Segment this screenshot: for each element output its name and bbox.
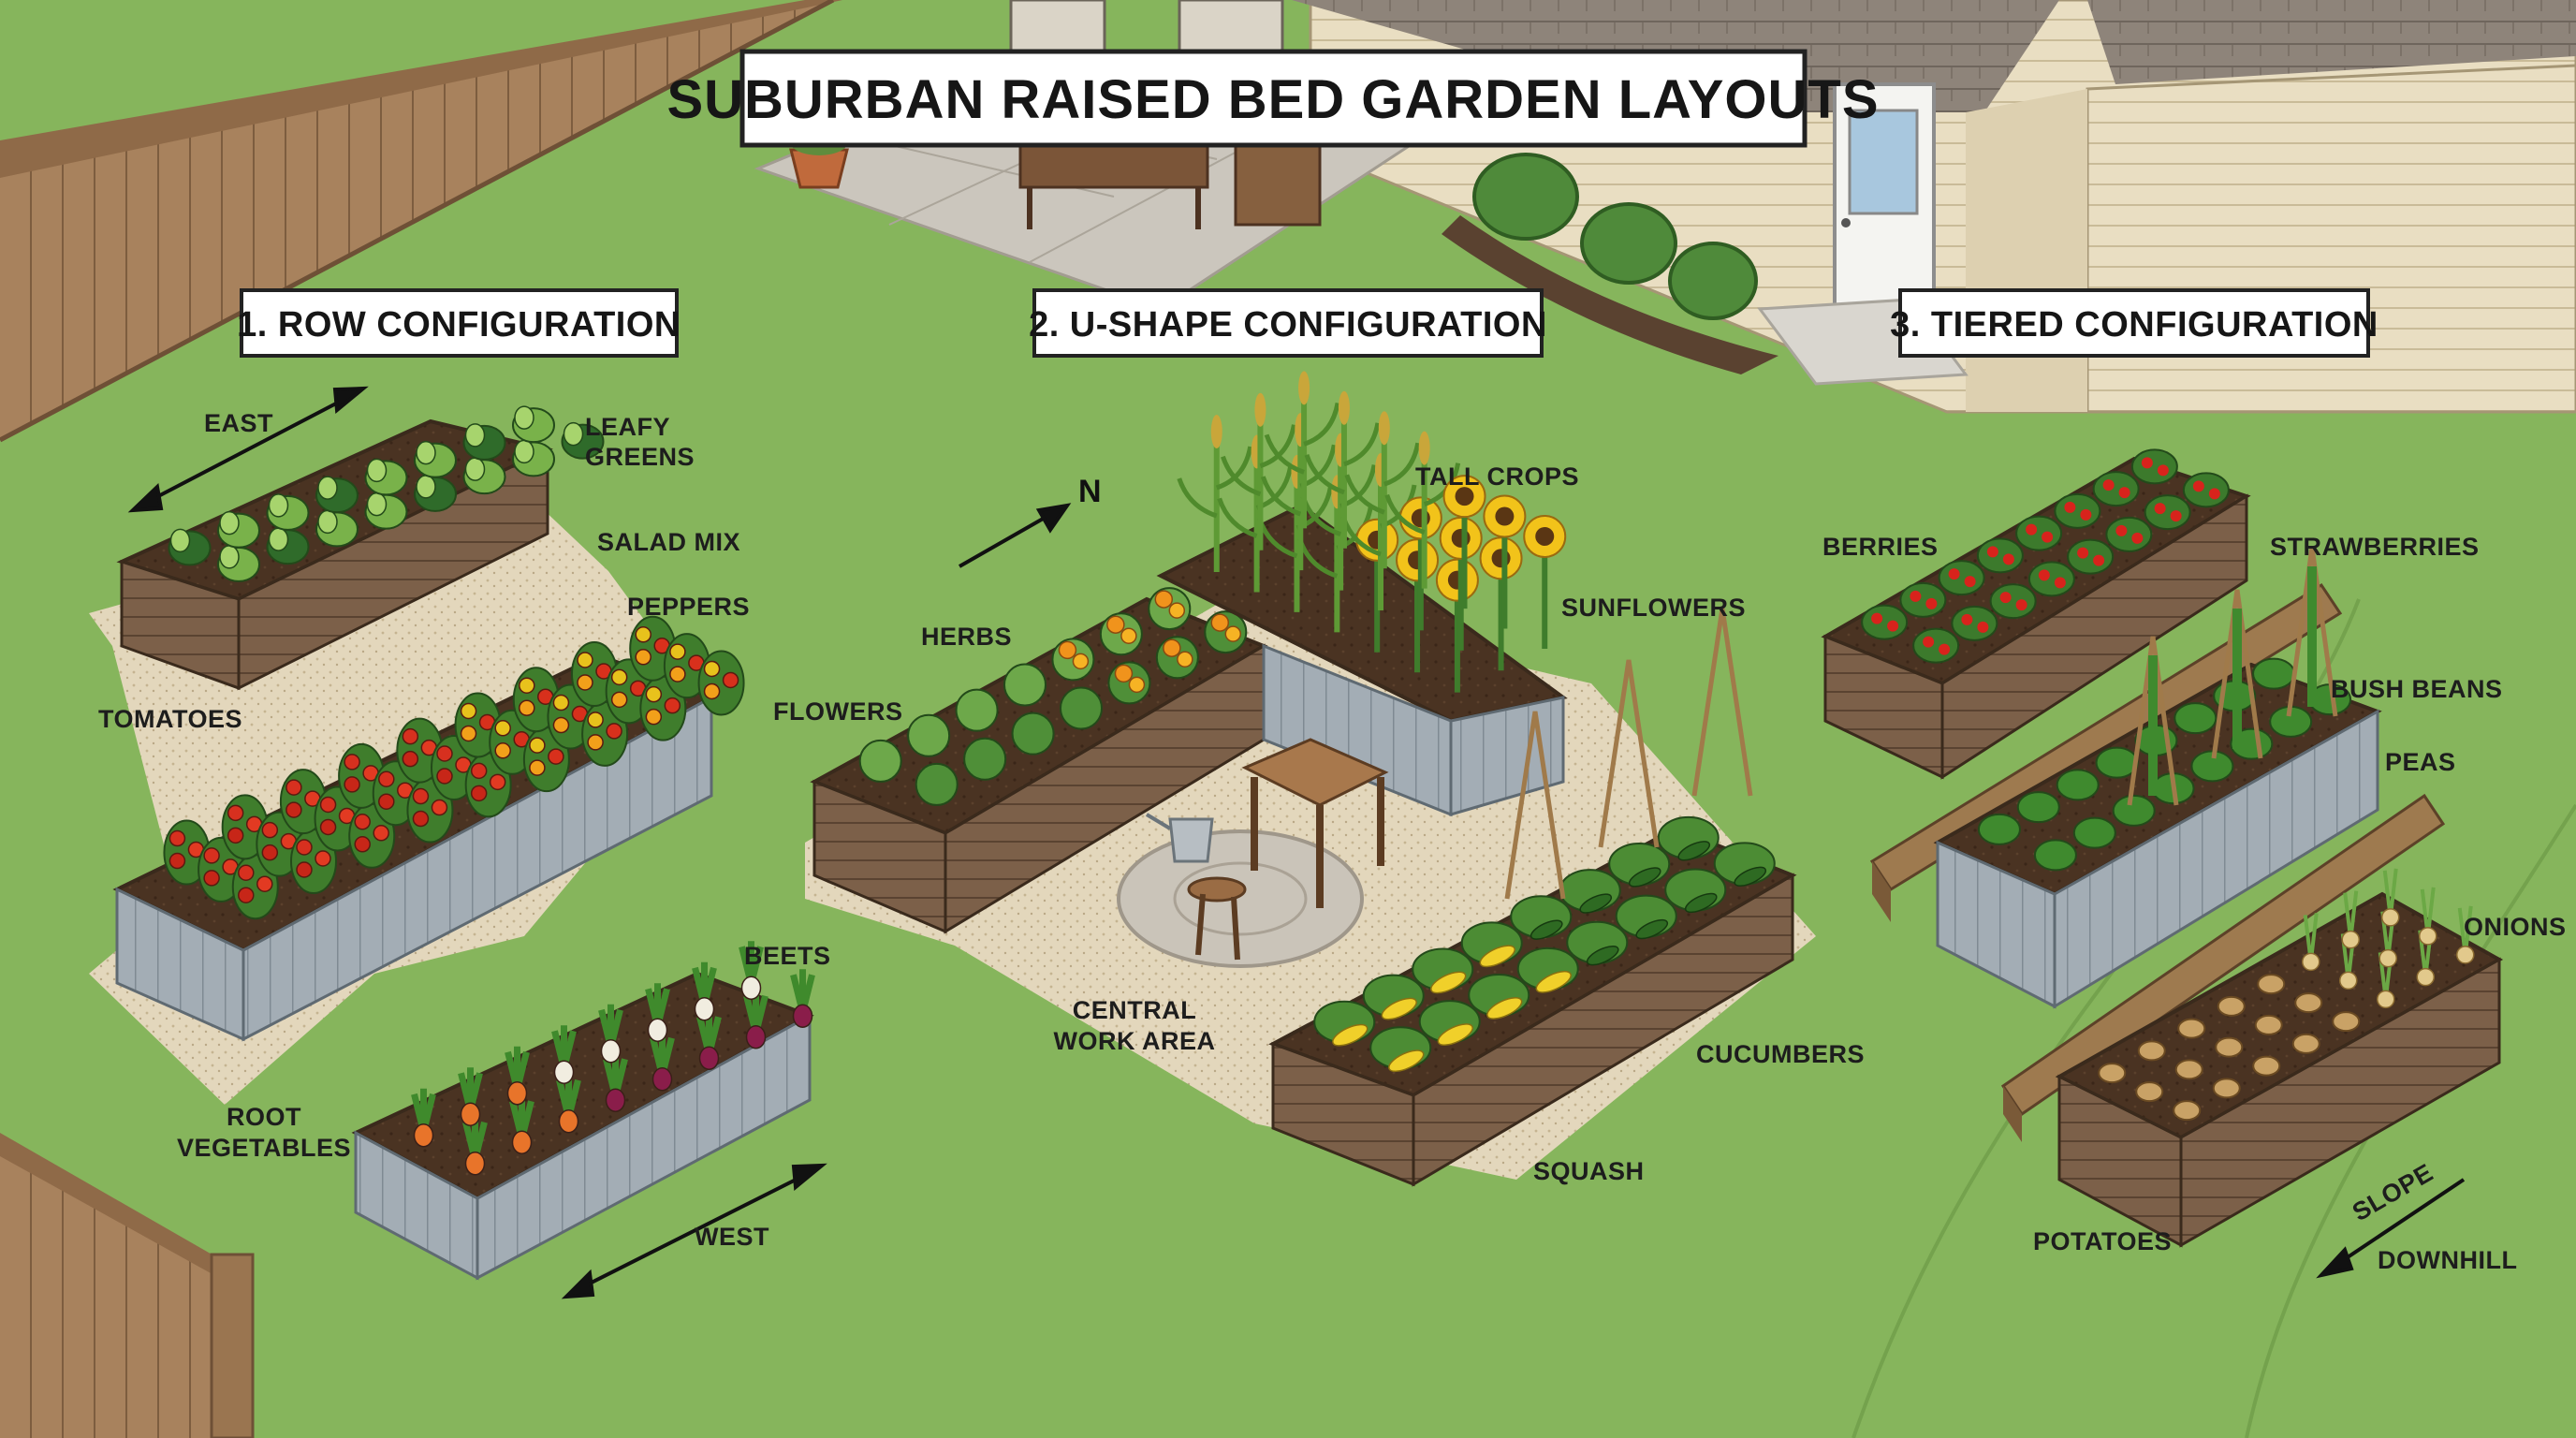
page-title: SUBURBAN RAISED BED GARDEN LAYOUTS <box>666 69 1879 130</box>
label-tall-crops: TALL CROPS <box>1415 462 1579 491</box>
section-box-row: 1. ROW CONFIGURATION <box>237 288 681 358</box>
bed-beans-peas <box>1933 547 2382 1009</box>
label-onions: ONIONS <box>2464 913 2567 941</box>
bed-leafy-greens <box>116 405 605 691</box>
bed-tomatoes-peppers <box>112 615 745 1042</box>
section-title-tiered: 3. TIERED CONFIGURATION <box>1890 305 2378 345</box>
bed-squash-cucumbers <box>1268 608 1797 1187</box>
section-title-ushape: 2. U-SHAPE CONFIGURATION <box>1029 305 1547 345</box>
label-sunflowers: SUNFLOWERS <box>1561 594 1746 622</box>
east-west-arrow-bottom <box>561 1163 827 1299</box>
bed-berries <box>1821 448 2251 780</box>
label-peppers: PEPPERS <box>627 593 750 621</box>
label-potatoes: POTATOES <box>2033 1227 2172 1255</box>
label-strawberries: STRAWBERRIES <box>2270 533 2480 561</box>
front-fence <box>0 1133 255 1438</box>
bed-herbs-flowers <box>810 587 1268 934</box>
label-greens: GREENS <box>585 443 695 471</box>
label-bush-beans: BUSH BEANS <box>2331 675 2503 703</box>
label-beets: BEETS <box>744 942 831 970</box>
downhill-arrow <box>2316 1178 2466 1279</box>
bed-potatoes-onions <box>2055 868 2504 1248</box>
label-tomatoes: TOMATOES <box>98 705 242 733</box>
label-salad-mix: SALAD MIX <box>597 528 740 556</box>
label-root: ROOT <box>227 1103 301 1131</box>
label-peas: PEAS <box>2385 748 2456 776</box>
east-west-arrow-top <box>127 386 369 513</box>
label-squash: SQUASH <box>1533 1157 1645 1185</box>
label-work-area: WORK AREA <box>1054 1027 1216 1055</box>
label-west: WEST <box>695 1223 769 1251</box>
label-herbs: HERBS <box>921 623 1012 651</box>
label-vegetables: VEGETABLES <box>177 1134 351 1162</box>
north-arrow <box>959 503 1072 568</box>
central-work-area <box>1117 738 1389 968</box>
bed-tall-crops <box>1156 371 1568 817</box>
section-box-tiered: 3. TIERED CONFIGURATION <box>1890 288 2378 358</box>
label-cucumbers: CUCUMBERS <box>1696 1040 1865 1068</box>
title-banner: SUBURBAN RAISED BED GARDEN LAYOUTS <box>666 49 1879 148</box>
label-berries: BERRIES <box>1822 533 1939 561</box>
label-east: EAST <box>204 409 273 437</box>
back-fence <box>0 0 842 443</box>
label-downhill: DOWNHILL <box>2378 1246 2517 1274</box>
label-flowers: FLOWERS <box>773 697 903 726</box>
label-leafy: LEAFY <box>585 413 670 441</box>
shrubs <box>1442 153 1778 374</box>
label-central: CENTRAL <box>1073 996 1197 1024</box>
section-title-row: 1. ROW CONFIGURATION <box>237 305 681 345</box>
bed-root-vegetables <box>351 941 815 1281</box>
section-box-ushape: 2. U-SHAPE CONFIGURATION <box>1029 288 1547 358</box>
label-north: N <box>1078 474 1102 509</box>
